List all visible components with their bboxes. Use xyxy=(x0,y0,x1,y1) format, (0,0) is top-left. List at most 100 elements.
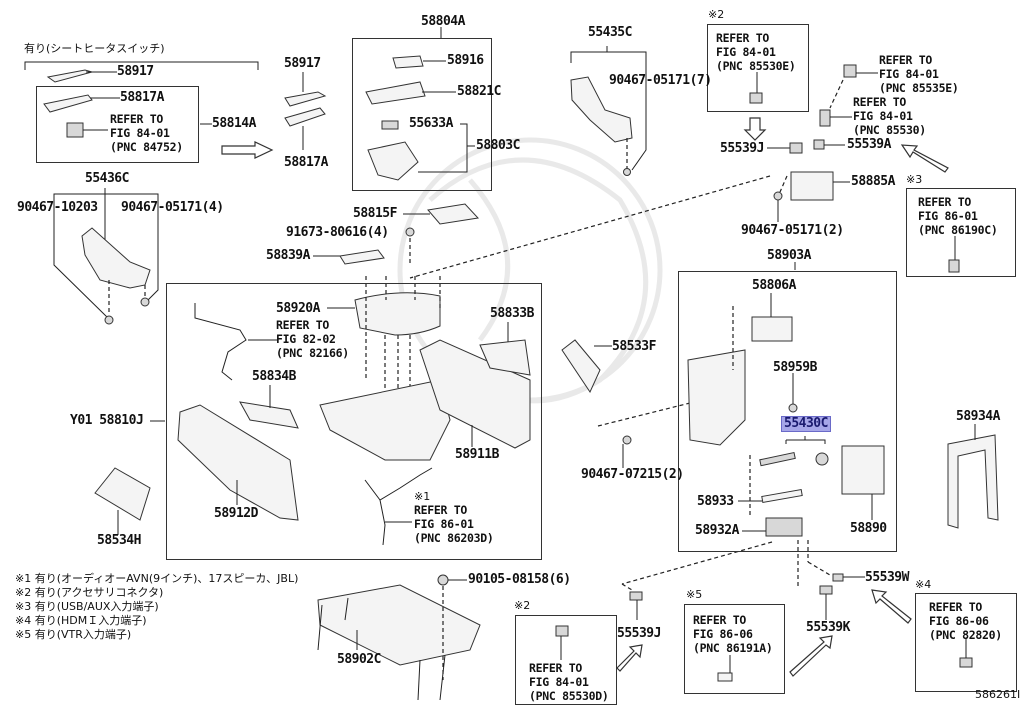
ref-text-86191A[interactable]: REFER TO FIG 86-06 (PNC 86191A) xyxy=(693,613,773,655)
ref-text-85530D[interactable]: REFER TO FIG 84-01 (PNC 85530D) xyxy=(529,661,609,703)
part-label-58834B[interactable]: 58834B xyxy=(252,369,296,384)
ref-text-85530E[interactable]: REFER TO FIG 84-01 (PNC 85530E) xyxy=(716,31,796,73)
part-label-55539K[interactable]: 55539K xyxy=(806,620,850,635)
part-label-58534H[interactable]: 58534H xyxy=(97,533,141,548)
ref-text-82820[interactable]: REFER TO FIG 86-06 (PNC 82820) xyxy=(929,600,1002,642)
ref-text-84752[interactable]: REFER TO FIG 84-01 (PNC 84752) xyxy=(110,112,183,154)
part-label-58839A[interactable]: 58839A xyxy=(266,248,310,263)
part-85530D-drawing xyxy=(555,625,569,637)
bolt-90105-drawing xyxy=(437,574,449,586)
part-label-90467-07215-2[interactable]: 90467-07215(2) xyxy=(581,467,684,482)
part-label-90467-05171-4[interactable]: 90467-05171(4) xyxy=(121,200,224,215)
part-label-58917-right[interactable]: 58917 xyxy=(284,56,321,71)
ref-text-85530[interactable]: REFER TO FIG 84-01 (PNC 85530) xyxy=(853,95,926,137)
part-label-58817A-right[interactable]: 58817A xyxy=(284,155,328,170)
part-label-58903A[interactable]: 58903A xyxy=(767,248,811,263)
arrow-upleft-icon-2 xyxy=(871,589,912,624)
part-label-90467-05171-2[interactable]: 90467-05171(2) xyxy=(741,223,844,238)
part-label-58890[interactable]: 58890 xyxy=(850,521,887,536)
part-label-58803C[interactable]: 58803C xyxy=(476,138,520,153)
clip-90467-05171-4-drawing xyxy=(140,297,150,307)
part-58885A-drawing xyxy=(790,171,834,201)
part-55633A-drawing xyxy=(381,120,399,130)
part-58920A-drawing xyxy=(354,292,441,336)
part-55436C-drawing xyxy=(81,227,151,289)
part-label-58916[interactable]: 58916 xyxy=(447,53,484,68)
footnote-text: 有り(アクセサリコネクタ) xyxy=(34,586,164,599)
box-58810J xyxy=(166,283,542,560)
part-label-58814A[interactable]: 58814A xyxy=(212,116,256,131)
part-58806A-drawing xyxy=(751,316,793,342)
ref-text-82166[interactable]: REFER TO FIG 82-02 (PNC 82166) xyxy=(276,318,349,360)
part-58803C-drawing xyxy=(367,141,419,181)
part-center-panel-drawing xyxy=(687,349,746,446)
part-label-58885A[interactable]: 58885A xyxy=(851,174,895,189)
part-label-58810J[interactable]: Y01 58810J xyxy=(70,413,144,428)
part-label-55435C[interactable]: 55435C xyxy=(588,25,632,40)
ref-box-85530E xyxy=(707,24,809,112)
part-label-58911B[interactable]: 58911B xyxy=(455,447,499,462)
ref-box-82820 xyxy=(915,593,1017,692)
part-label-58933[interactable]: 58933 xyxy=(697,494,734,509)
part-label-90467-10203[interactable]: 90467-10203 xyxy=(17,200,98,215)
part-label-58912D[interactable]: 58912D xyxy=(214,506,258,521)
part-label-58917[interactable]: 58917 xyxy=(117,64,154,79)
harness-82166-drawing xyxy=(194,303,247,381)
part-label-58932A[interactable]: 58932A xyxy=(695,523,739,538)
ref-box-86191A xyxy=(684,604,785,694)
part-58534H-drawing xyxy=(94,467,151,521)
part-58933-drawing xyxy=(761,488,803,504)
part-label-58821C[interactable]: 58821C xyxy=(457,84,501,99)
ref-text-86203D[interactable]: REFER TO FIG 86-01 (PNC 86203D) xyxy=(414,503,494,545)
clip-90467-05171-drawing xyxy=(623,168,631,176)
arrow-down-icon xyxy=(743,117,767,141)
part-label-58959B[interactable]: 58959B xyxy=(773,360,817,375)
part-label-55539W[interactable]: 55539W xyxy=(865,570,909,585)
part-label-55539J-top[interactable]: 55539J xyxy=(720,141,764,156)
footnote-text: 有り(オーディオーAVN(9インチ)、17スピーカ、JBL) xyxy=(34,572,299,585)
part-label-91673-80616-4[interactable]: 91673-80616(4) xyxy=(286,225,389,240)
part-label-58920A[interactable]: 58920A xyxy=(276,301,320,316)
part-label-55633A[interactable]: 55633A xyxy=(409,116,453,131)
part-55539K-drawing xyxy=(819,585,833,595)
part-label-90467-05171-7[interactable]: 90467-05171(7) xyxy=(609,73,712,88)
part-label-58902C[interactable]: 58902C xyxy=(337,652,381,667)
part-58916-drawing xyxy=(392,55,424,69)
part-label-58804A[interactable]: 58804A xyxy=(421,14,465,29)
part-label-58806A[interactable]: 58806A xyxy=(752,278,796,293)
part-label-55430C-highlighted[interactable]: 55430C xyxy=(781,416,831,432)
part-label-58934A[interactable]: 58934A xyxy=(956,409,1000,424)
footnote-text: 有り(USB/AUX入力端子) xyxy=(34,600,159,613)
box-58814A xyxy=(36,86,199,163)
part-label-55539A[interactable]: 55539A xyxy=(847,137,891,152)
footnotes: ※1 有り(オーディオーAVN(9インチ)、17スピーカ、JBL) ※2 有り(… xyxy=(15,572,298,642)
part-label-58815F[interactable]: 58815F xyxy=(353,206,397,221)
part-55539W-drawing xyxy=(832,573,844,582)
ref-box-86190C xyxy=(906,188,1016,277)
part-label-58817A[interactable]: 58817A xyxy=(120,90,164,105)
footnote-5: ※5 有り(VTR入力端子) xyxy=(15,628,298,642)
part-label-58833B[interactable]: 58833B xyxy=(490,306,534,321)
part-58917-drawing xyxy=(46,69,94,83)
figure-id: 586261I xyxy=(975,688,1021,701)
part-label-55539J-bottom[interactable]: 55539J xyxy=(617,626,661,641)
part-58833B-drawing xyxy=(479,339,531,376)
part-55430C-rod-drawing xyxy=(759,451,796,467)
arrow-upright-icon xyxy=(616,644,643,672)
part-86190C-drawing xyxy=(948,259,960,273)
part-label-90105-08158-6[interactable]: 90105-08158(6) xyxy=(468,572,571,587)
footnote-3: ※3 有り(USB/AUX入力端子) xyxy=(15,600,298,614)
part-85530-drawing xyxy=(819,109,831,127)
part-label-58533F[interactable]: 58533F xyxy=(612,339,656,354)
arrow-upleft-icon xyxy=(900,144,949,173)
part-label-55436C[interactable]: 55436C xyxy=(85,171,129,186)
ref-box-85530D xyxy=(515,615,617,705)
clip-90467-05171-2-drawing xyxy=(773,191,783,201)
ref-text-85535E[interactable]: REFER TO FIG 84-01 (PNC 85535E) xyxy=(879,53,959,95)
ref-text-86190C[interactable]: REFER TO FIG 86-01 (PNC 86190C) xyxy=(918,195,998,237)
part-55430C-cap-drawing xyxy=(815,452,829,466)
part-55435C-drawing xyxy=(570,76,633,143)
footnote-2: ※2 有り(アクセサリコネクタ) xyxy=(15,586,298,600)
part-55539J-bottom-drawing xyxy=(629,591,643,601)
